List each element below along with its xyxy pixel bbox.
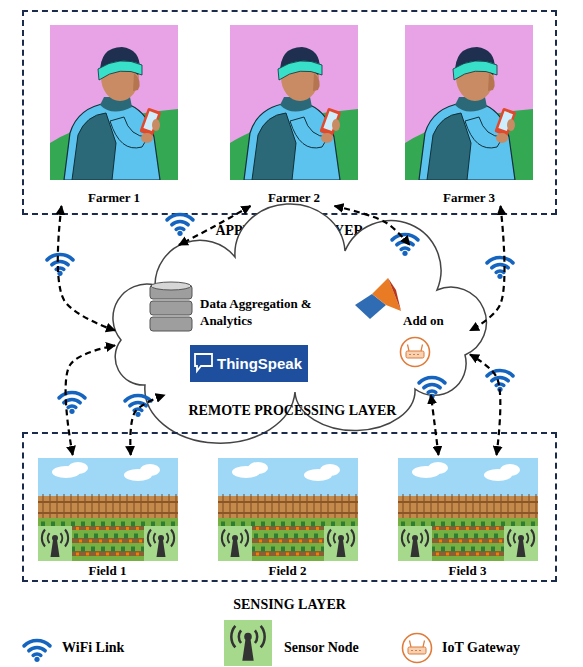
field-node: Field 1 (35, 455, 180, 579)
logo-peak (372, 278, 401, 311)
wifi-icon (167, 215, 193, 236)
legend-label: IoT Gateway (442, 639, 520, 657)
layer-box: APPLICATION LAYERFarmer 1Farmer 2Farmer … (22, 10, 557, 215)
wifi-link-arrow (66, 346, 115, 456)
wifi-icon (59, 393, 85, 414)
wifi-icon (487, 371, 513, 392)
logo-shade (388, 278, 401, 311)
field-illustration (218, 458, 358, 561)
field-illustration (38, 458, 178, 561)
wifi-link-arrow (431, 395, 439, 455)
cloud-shape (113, 204, 486, 443)
farmer-illustration (230, 25, 358, 180)
farmer-illustration (405, 25, 533, 180)
gateway-icon (401, 338, 430, 367)
farmer-node: Farmer 1 (39, 22, 189, 206)
wifi-icon (392, 235, 418, 256)
farmer-illustration (50, 25, 178, 180)
chat-bubble-icon (195, 354, 212, 371)
wifi-link-arrow (335, 206, 410, 245)
wifi-icon (47, 255, 73, 276)
wifi-icon (419, 378, 445, 399)
field-label: Field 2 (215, 563, 360, 579)
wifi-link-arrow (470, 206, 504, 331)
legend-gateway-symbol (403, 634, 432, 663)
addon-label: Add on (403, 313, 444, 329)
wifi-icon (487, 258, 513, 279)
analytics-label: Data Aggregation & Analytics (200, 295, 314, 329)
wifi-link-arrow (58, 206, 115, 331)
database-icon (150, 282, 192, 331)
field-node: Field 2 (215, 455, 360, 579)
field-node: Field 3 (395, 455, 540, 579)
layer-title: SENSING LAYER (24, 597, 555, 613)
platform-logo-text: ThingSpeak (190, 345, 308, 382)
matlab-logo (355, 278, 401, 319)
layer-title: REMOTE PROCESSING LAYER (115, 403, 470, 419)
cloud-node: Data Aggregation & AnalyticsThingSpeak Ad… (115, 245, 470, 395)
farmer-node: Farmer 2 (219, 22, 369, 206)
database-disk (150, 301, 192, 315)
field-label: Field 3 (395, 563, 540, 579)
layer-box: SENSING LAYERField 1Field 2Field 3 (22, 432, 557, 582)
field-illustration (398, 458, 538, 561)
wifi-icon (125, 396, 151, 417)
database-top (151, 282, 191, 290)
legend-label: Sensor Node (284, 639, 359, 657)
legend-sensor-tile (224, 620, 272, 666)
farmer-label: Farmer 1 (39, 190, 189, 206)
wifi-link-arrow (130, 395, 164, 455)
legend-label: WiFi Link (62, 639, 124, 657)
field-label: Field 1 (35, 563, 180, 579)
database-disk (150, 317, 192, 331)
wifi-link-arrow (179, 206, 251, 245)
farmer-label: Farmer 3 (394, 190, 544, 206)
legend-sensor-symbol (231, 626, 264, 661)
farmer-node: Farmer 3 (394, 22, 544, 206)
logo-base (355, 294, 386, 319)
legend-wifi-symbol (24, 641, 50, 662)
database-disk (150, 285, 192, 299)
wifi-link-arrow (470, 355, 500, 456)
